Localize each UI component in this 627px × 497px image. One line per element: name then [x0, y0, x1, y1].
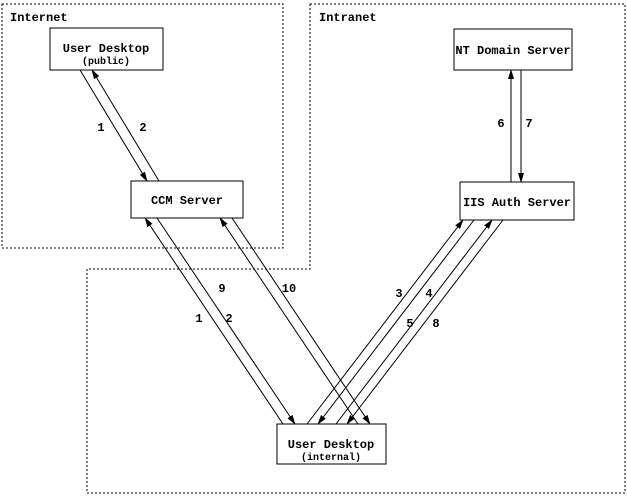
user-desktop-internal-box	[276, 423, 387, 465]
ccm-server-title: CCM Server	[151, 194, 223, 208]
arrow-5-internal-desktop-to-iis	[335, 219, 493, 425]
node-ccm-server: CCM Server	[130, 180, 244, 219]
user-desktop-internal-title: User Desktop	[288, 438, 374, 452]
user-desktop-internal-subtitle: (internal)	[301, 452, 361, 464]
internet-zone-label: Internet	[10, 11, 68, 25]
nt-domain-server-title: NT Domain Server	[455, 44, 570, 58]
iis-auth-server-box	[459, 181, 575, 221]
intranet-zone-border	[86, 3, 626, 494]
arrow-8-iis-to-internal-desktop	[346, 219, 504, 425]
arrow-label-10: 10	[282, 282, 296, 296]
arrow-label-2-internal: 2	[225, 312, 232, 326]
arrow-label-2-public: 2	[139, 121, 146, 135]
arrow-1-internal-desktop-to-ccm	[144, 217, 284, 425]
arrow-label-9: 9	[218, 282, 225, 296]
node-iis-auth-server: IIS Auth Server	[459, 181, 575, 221]
arrow-label-4: 4	[425, 287, 432, 301]
arrow-10-ccm-to-internal-desktop	[231, 217, 371, 425]
arrow-label-6: 6	[497, 117, 504, 131]
node-nt-domain-server: NT Domain Server	[453, 28, 573, 71]
arrow-3-internal-desktop-to-iis	[306, 219, 464, 425]
intranet-zone-label: Intranet	[319, 11, 377, 25]
iis-auth-server-title: IIS Auth Server	[463, 196, 571, 210]
arrow-label-5: 5	[406, 317, 413, 331]
nt-domain-server-box	[453, 28, 573, 71]
arrow-label-1-internal: 1	[195, 312, 202, 326]
arrow-4-iis-to-internal-desktop	[317, 219, 475, 425]
arrow-2-ccm-to-internal-desktop	[156, 217, 296, 425]
arrow-label-1-public: 1	[97, 121, 104, 135]
user-desktop-public-box	[49, 27, 164, 71]
user-desktop-public-title: User Desktop	[63, 42, 149, 56]
node-user-desktop-public: User Desktop (public)	[49, 27, 164, 71]
arrow-label-7: 7	[525, 117, 532, 131]
internet-zone-border	[1, 3, 284, 249]
ccm-server-box	[130, 180, 244, 219]
arrow-label-8: 8	[432, 317, 439, 331]
arrow-2-ccm-to-public-desktop	[91, 69, 160, 182]
arrow-1-public-desktop-to-ccm	[79, 69, 148, 182]
node-user-desktop-internal: User Desktop (internal)	[276, 423, 387, 465]
user-desktop-public-subtitle: (public)	[82, 56, 130, 68]
arrow-9-internal-desktop-to-ccm	[219, 217, 359, 425]
arrow-label-3: 3	[395, 287, 402, 301]
